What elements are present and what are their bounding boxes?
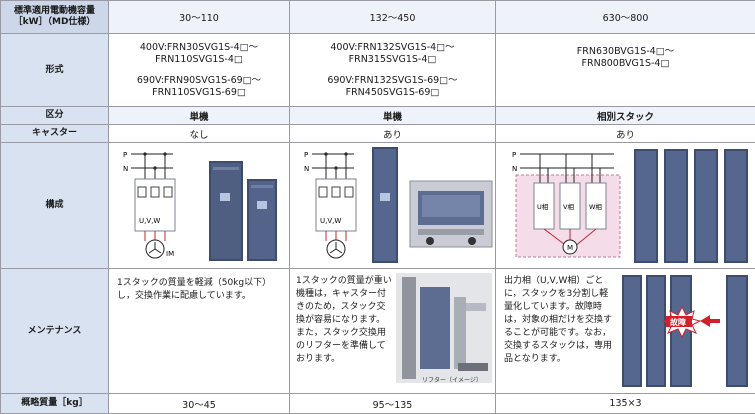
bus-p-label: P — [512, 151, 516, 159]
bus-n-label: N — [123, 165, 128, 173]
model-col1-line2: FRN110SVG1S-4□ — [109, 54, 289, 66]
model-col2-line1: 400V:FRN132SVG1S-4□～ — [290, 42, 495, 54]
inverter-unit-large — [209, 161, 243, 261]
bus-n-label: N — [304, 165, 309, 173]
weight-col2: 95～135 — [290, 394, 496, 414]
capacity-col1: 30～110 — [109, 1, 290, 34]
config-col2: P N U,V,W — [290, 143, 496, 269]
model-col3-line1: FRN630BVG1S-4□～ — [496, 46, 755, 58]
caster-col1: なし — [109, 125, 290, 143]
header-row: 標準適用電動機容量 ［kW］（MD仕様） 30～110 132～450 630～… — [1, 1, 755, 34]
config-label: 構成 — [1, 143, 109, 269]
config-row: 構成 P N U,V,W — [1, 143, 755, 269]
im-label: IM — [166, 250, 174, 258]
model-col2-line4: FRN450SVG1S-69□ — [290, 87, 495, 99]
weight-col1: 30～45 — [109, 394, 290, 414]
model-row: 形式 400V:FRN30SVG1S-4□～ FRN110SVG1S-4□ 69… — [1, 34, 755, 107]
model-col1-line3: 690V:FRN90SVG1S-69□～ — [109, 75, 289, 87]
caster-label: キャスター — [1, 125, 109, 143]
config-col1: P N U,V,W — [109, 143, 290, 269]
caster-col2: あり — [290, 125, 496, 143]
model-col1-line4: FRN110SVG1S-69□ — [109, 87, 289, 99]
uvw-label: U,V,W — [320, 217, 341, 225]
maintenance-col1-text: 1スタックの質量を軽減（50kg以下）し，交換作業に配慮しています。 — [117, 277, 283, 303]
model-col2-line3: 690V:FRN132SVG1S-69□～ — [290, 75, 495, 87]
m-label: M — [567, 244, 573, 252]
caster-closeup-photo — [410, 181, 492, 247]
model-col1-line1: 400V:FRN30SVG1S-4□～ — [109, 42, 289, 54]
inverter-unit-tall — [372, 147, 398, 263]
stack-replacement-photo: 故障 — [620, 271, 752, 389]
bus-p-label: P — [304, 151, 308, 159]
division-row: 区分 単機 単機 相別スタック — [1, 107, 755, 125]
uvw-label: U,V,W — [139, 217, 160, 225]
caster-row: キャスター なし あり あり — [1, 125, 755, 143]
weight-col3: 135×3 — [496, 394, 755, 414]
motor-capacity-label: 標準適用電動機容量 ［kW］（MD仕様） — [1, 1, 109, 34]
u-phase-stack: U相 — [534, 154, 554, 229]
division-col2: 単機 — [290, 107, 496, 125]
model-col2-line2: FRN315SVG1S-4□ — [290, 54, 495, 66]
lifter-photo — [396, 273, 492, 383]
maintenance-label: メンテナンス — [1, 269, 109, 394]
v-phase-label: V相 — [563, 202, 574, 211]
u-phase-label: U相 — [537, 202, 549, 211]
bus-n-label: N — [512, 165, 517, 173]
fault-burst: 故障 — [664, 307, 700, 337]
w-phase-stack: W相 — [586, 154, 606, 229]
lifter-caption: リフター（イメージ） — [422, 375, 482, 384]
maintenance-col3-text: 出力相（U,V,W相）ごとに，スタックを3分割し軽量化しています。故障時は，対象… — [504, 275, 616, 366]
single-unit-diagram: P N U,V,W — [109, 143, 290, 267]
model-col3: FRN630BVG1S-4□～ FRN800BVG1S-4□ — [496, 34, 755, 107]
model-col3-line2: FRN800BVG1S-4□ — [496, 58, 755, 70]
w-phase-label: W相 — [589, 202, 602, 211]
fault-label: 故障 — [670, 317, 686, 327]
maintenance-col3: 出力相（U,V,W相）ごとに，スタックを3分割し軽量化しています。故障時は，対象… — [496, 269, 755, 394]
single-unit-caster-diagram: P N U,V,W — [290, 143, 496, 267]
maintenance-col2: 1スタックの質量が重い機種は，キャスター付きのため，スタック交換が容易になります… — [290, 269, 496, 394]
config-col3: P N U相 V相 — [496, 143, 755, 269]
capacity-col2: 132～450 — [290, 1, 496, 34]
caster-col3: あり — [496, 125, 755, 143]
phase-stack-diagram: P N U相 V相 — [496, 143, 755, 267]
capacity-col3: 630～800 — [496, 1, 755, 34]
division-col3: 相別スタック — [496, 107, 755, 125]
model-label: 形式 — [1, 34, 109, 107]
maintenance-col2-text: 1スタックの質量が重い機種は，キャスター付きのため，スタック交換が容易になります… — [296, 275, 392, 366]
division-col1: 単機 — [109, 107, 290, 125]
division-label: 区分 — [1, 107, 109, 125]
model-col1: 400V:FRN30SVG1S-4□～ FRN110SVG1S-4□ 690V:… — [109, 34, 290, 107]
inverter-unit-small — [247, 179, 277, 261]
weight-row: 概略質量［kg］ 30～45 95～135 135×3 — [1, 394, 755, 414]
model-col2: 400V:FRN132SVG1S-4□～ FRN315SVG1S-4□ 690V… — [290, 34, 496, 107]
maintenance-col1: 1スタックの質量を軽減（50kg以下）し，交換作業に配慮しています。 — [109, 269, 290, 394]
weight-label: 概略質量［kg］ — [1, 394, 109, 414]
bus-p-label: P — [123, 151, 127, 159]
arrow-left-icon — [700, 315, 720, 327]
v-phase-stack: V相 — [560, 154, 580, 229]
stack-cabinets — [634, 149, 748, 263]
maintenance-row: メンテナンス 1スタックの質量を軽減（50kg以下）し，交換作業に配慮しています… — [1, 269, 755, 394]
